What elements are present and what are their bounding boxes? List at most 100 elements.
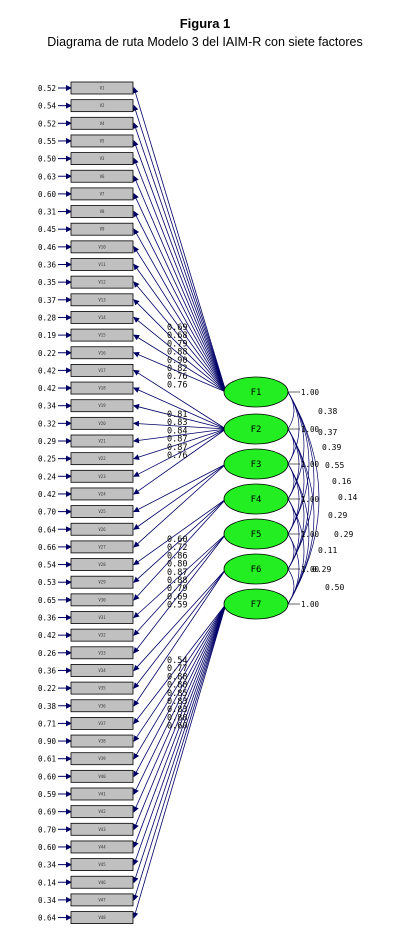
indicator-label: V26 <box>98 527 106 532</box>
error-variance-label: 0.69 <box>38 808 56 817</box>
loading-path <box>133 603 227 742</box>
indicator-label: V2 <box>100 103 105 108</box>
indicator-label: V46 <box>98 880 106 885</box>
indicator-label: V8 <box>100 209 105 214</box>
loading-path <box>133 428 227 444</box>
factor-loading-label: 0.88 <box>167 672 187 682</box>
factor-variance-label: 1.00 <box>301 600 320 609</box>
indicator-box <box>70 363 134 377</box>
factor-variance-label: 1.00 <box>301 565 320 574</box>
error-variance-label: 0.64 <box>38 914 57 923</box>
indicator-box <box>70 399 134 413</box>
indicator-box <box>70 752 134 766</box>
indicator-box <box>70 487 134 501</box>
factor-loading-label: 0.85 <box>167 689 187 699</box>
loading-path <box>133 498 227 566</box>
factor-loading-label: 0.83 <box>167 697 187 707</box>
error-variance-label: 0.61 <box>38 755 56 764</box>
indicator-label: V47 <box>98 897 106 902</box>
indicator-label: V1 <box>100 86 105 91</box>
indicator-label: V30 <box>98 597 106 602</box>
loading-path <box>133 420 227 430</box>
error-variance-label: 0.52 <box>38 119 56 128</box>
indicator-label: V23 <box>98 474 106 479</box>
factor-correlation-label: 0.38 <box>318 407 337 416</box>
factor-covariance-arc <box>287 568 295 605</box>
indicator-label: V17 <box>98 368 106 373</box>
indicator-box <box>70 505 134 519</box>
error-variance-label: 0.34 <box>38 402 57 411</box>
error-variance-label: 0.42 <box>38 490 56 499</box>
indicator-label: V27 <box>98 544 106 549</box>
indicator-label: V44 <box>98 844 106 849</box>
indicator-label: V48 <box>98 915 106 920</box>
loading-path <box>133 210 227 393</box>
indicator-label: V31 <box>98 615 106 620</box>
factor-loading-label: 0.72 <box>167 543 187 553</box>
factor-correlation-label: 0.14 <box>338 493 357 502</box>
factor-label: F7 <box>251 600 262 610</box>
indicator-box <box>70 787 134 801</box>
loading-path <box>132 603 227 901</box>
figure-subtitle: Diagrama de ruta Modelo 3 del IAIM-R con… <box>47 35 363 49</box>
loading-path <box>133 246 227 393</box>
error-variance-label: 0.42 <box>38 366 56 375</box>
indicator-box <box>70 258 134 271</box>
factor-loading-label: 0.88 <box>167 576 187 586</box>
loading-path <box>133 603 227 725</box>
factor-label: F6 <box>251 565 262 575</box>
loading-path <box>133 603 227 778</box>
indicator-box <box>70 911 134 924</box>
indicator-label: V36 <box>98 703 106 708</box>
error-variance-label: 0.60 <box>38 843 57 852</box>
error-variance-label: 0.53 <box>38 578 56 587</box>
factor-label: F1 <box>251 388 262 398</box>
indicator-label: V6 <box>100 174 105 179</box>
factor-loading-label: 0.60 <box>167 535 187 545</box>
error-variance-label: 0.70 <box>38 508 57 517</box>
error-variance-label: 0.22 <box>38 684 56 693</box>
factor-loading-label: 0.83 <box>167 705 187 715</box>
indicator-label: V32 <box>98 633 106 638</box>
indicator-label: V38 <box>98 739 106 744</box>
factor-correlation-label: 0.29 <box>334 530 353 539</box>
error-variance-label: 0.34 <box>38 861 57 870</box>
factor-variance-label: 1.00 <box>301 495 320 504</box>
factor-loading-label: 0.88 <box>167 713 187 723</box>
factor-loading-label: 0.88 <box>167 348 187 358</box>
indicator-label: V7 <box>100 191 105 196</box>
error-variance-label: 0.50 <box>38 155 57 164</box>
loading-path <box>133 228 227 393</box>
factor-loading-label: 0.68 <box>167 331 187 341</box>
factor-loading-label: 0.87 <box>167 443 187 453</box>
factor-correlation-label: 0.39 <box>322 443 341 452</box>
loading-path <box>133 428 227 495</box>
error-variance-label: 0.46 <box>38 243 57 252</box>
indicator-label: V22 <box>98 456 106 461</box>
error-variance-label: 0.25 <box>38 455 56 464</box>
loading-path <box>133 603 227 760</box>
error-variance-label: 0.55 <box>38 137 56 146</box>
loading-path <box>132 603 227 848</box>
indicator-box <box>70 840 134 854</box>
indicator-box <box>70 293 134 307</box>
indicator-label: V34 <box>98 668 106 673</box>
error-variance-label: 0.59 <box>38 790 56 799</box>
factor-loading-label: 0.54 <box>167 656 187 666</box>
factor-label: F5 <box>251 530 262 540</box>
indicator-box <box>70 116 134 130</box>
error-variance-label: 0.34 <box>38 896 57 905</box>
factor-correlation-label: 0.16 <box>332 477 351 486</box>
error-variance-label: 0.60 <box>38 190 57 199</box>
indicator-box <box>70 522 134 536</box>
indicator-box <box>70 240 134 254</box>
factor-loading-label: 0.84 <box>167 426 187 436</box>
indicator-label: V33 <box>98 650 106 655</box>
factor-loading-label: 0.86 <box>167 551 187 561</box>
factor-variance-label: 1.00 <box>301 425 320 434</box>
error-variance-label: 0.42 <box>38 631 56 640</box>
indicator-box <box>70 205 134 218</box>
indicator-label: V16 <box>98 350 106 355</box>
indicator-label: V40 <box>98 774 106 779</box>
